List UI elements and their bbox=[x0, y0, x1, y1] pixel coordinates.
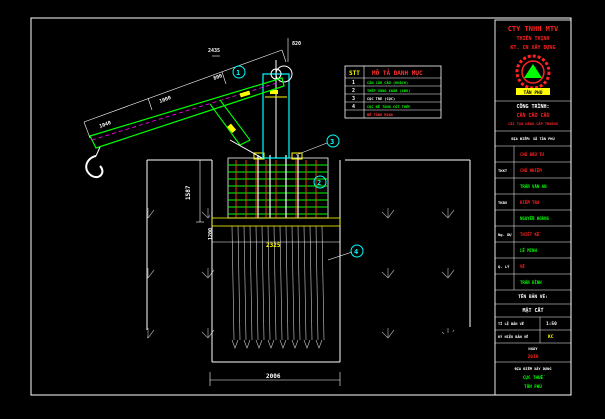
tb-row-5-value: NGUYỄN HOÀNG bbox=[520, 216, 549, 221]
company-logo-icon: TÂN PHÚ bbox=[515, 54, 551, 96]
tb-row-8-label: Q. LÝ bbox=[498, 264, 510, 269]
callout-3-label: 3 bbox=[330, 138, 334, 146]
company-line-3: KT. CN XÂY DỰNG bbox=[510, 44, 555, 51]
drawing-title-label: TÊN BẢN VẼ: bbox=[518, 292, 548, 300]
legend-row-1-text: CẦN CẨU CẦU (KHÁCH) bbox=[367, 80, 408, 85]
callouts: 1 3 2 4 bbox=[232, 65, 364, 261]
dim-1587: 1587 bbox=[185, 185, 192, 200]
company-line-1: CTY TNHH MTV bbox=[508, 25, 559, 33]
dim-2435: 2435 bbox=[208, 48, 220, 54]
tb-row-1-value: CHỦ ĐẦU TƯ bbox=[520, 152, 545, 157]
dim-820: 820 bbox=[292, 41, 301, 47]
project-name-2: CẢI TẠO NÂNG CẤP TRƯỜNG bbox=[508, 121, 558, 126]
tb-row-6-label: Ng. DỰ bbox=[498, 232, 512, 237]
pile-group bbox=[231, 225, 325, 349]
callout-2-label: 2 bbox=[317, 179, 321, 187]
legend-row-2-text: THÉP VÒNG XOẮN (1Ø8) bbox=[367, 88, 410, 93]
legend-row-4-no: 4 bbox=[352, 104, 355, 110]
legend-row-4-text: CỌC BÊ TÔNG CỐT THÉP bbox=[367, 104, 411, 109]
tb-row-4-value: KIỂM TRA bbox=[520, 200, 540, 205]
dim-800: 800 bbox=[213, 73, 224, 82]
legend-row-3-text: CỌC TRE (CỌC) bbox=[367, 97, 395, 101]
project-label: CÔNG TRÌNH: bbox=[516, 103, 549, 110]
legend-header-stt: STT bbox=[349, 70, 360, 77]
date-value: 2016 bbox=[528, 354, 539, 360]
date-label: NGÀY bbox=[528, 346, 538, 351]
tb-row-9-value: TRẦN BÌNH bbox=[520, 280, 542, 285]
footer-line-3: TÂN PHÚ bbox=[524, 384, 542, 389]
project-name-1: CẦN CẨU CẦU bbox=[516, 112, 549, 119]
tb-row-3-value: TRẦN VĂN AN bbox=[520, 184, 547, 189]
pile-cap bbox=[211, 152, 341, 227]
project-address: ĐỊA ĐIỂM: XÃ TÂN PHÚ bbox=[511, 136, 554, 141]
tb-row-8-value: VẼ bbox=[520, 264, 525, 269]
dim-1040: 1040 bbox=[99, 120, 112, 130]
scale-label: TỈ LỆ BẢN VẼ bbox=[498, 321, 524, 326]
dimension-texts: 820 2435 1040 1000 800 1587 1200 2325 20… bbox=[99, 41, 301, 380]
title-block: CTY TNHH MTV THIÊN THỊNH KT. CN XÂY DỰNG… bbox=[494, 19, 572, 396]
tb-row-2-value: CHỦ NHIỆM bbox=[520, 168, 542, 173]
legend-row-3-no: 3 bbox=[352, 96, 355, 102]
dimension-lines bbox=[83, 38, 341, 386]
legend-row-5-text: BÊ TÔNG M200 bbox=[367, 112, 393, 117]
dim-1000: 1000 bbox=[159, 95, 172, 105]
mast-column bbox=[262, 60, 293, 159]
crane-boom bbox=[85, 77, 285, 178]
legend-header-desc: MÔ TẢ DANH MỤC bbox=[372, 69, 423, 77]
sheet-value: KC bbox=[548, 334, 554, 340]
dim-2325: 2325 bbox=[266, 242, 281, 249]
drawing-name: MẶT CẮT bbox=[522, 307, 543, 314]
legend-table: STT MÔ TẢ DANH MỤC 1 CẦN CẨU CẦU (KHÁCH)… bbox=[344, 65, 442, 119]
logo-text: TÂN PHÚ bbox=[524, 89, 543, 96]
footer-line-2: CỤC THUẾ bbox=[523, 375, 546, 380]
callout-1-label: 1 bbox=[236, 69, 240, 77]
legend-row-1-no: 1 bbox=[352, 80, 355, 86]
footer-line-1: ĐỊA ĐIỂM XÂY DỰNG bbox=[515, 366, 552, 371]
dim-2006: 2006 bbox=[266, 373, 281, 380]
sheet-label: KÝ HIỆU BẢN VẼ bbox=[498, 334, 528, 339]
tb-row-6-value: THIẾT KẾ bbox=[520, 232, 542, 237]
legend-row-2-no: 2 bbox=[352, 88, 355, 94]
tb-row-7-value: LÊ MINH bbox=[520, 248, 537, 253]
tb-row-4-label: TKBV bbox=[498, 200, 508, 205]
dim-1200: 1200 bbox=[208, 228, 214, 240]
company-line-2: THIÊN THỊNH bbox=[516, 34, 549, 42]
tb-row-2-label: TKKT bbox=[498, 168, 508, 173]
ground-section bbox=[146, 159, 471, 363]
scale-value: 1:50 bbox=[546, 321, 557, 327]
callout-4-label: 4 bbox=[354, 248, 358, 256]
